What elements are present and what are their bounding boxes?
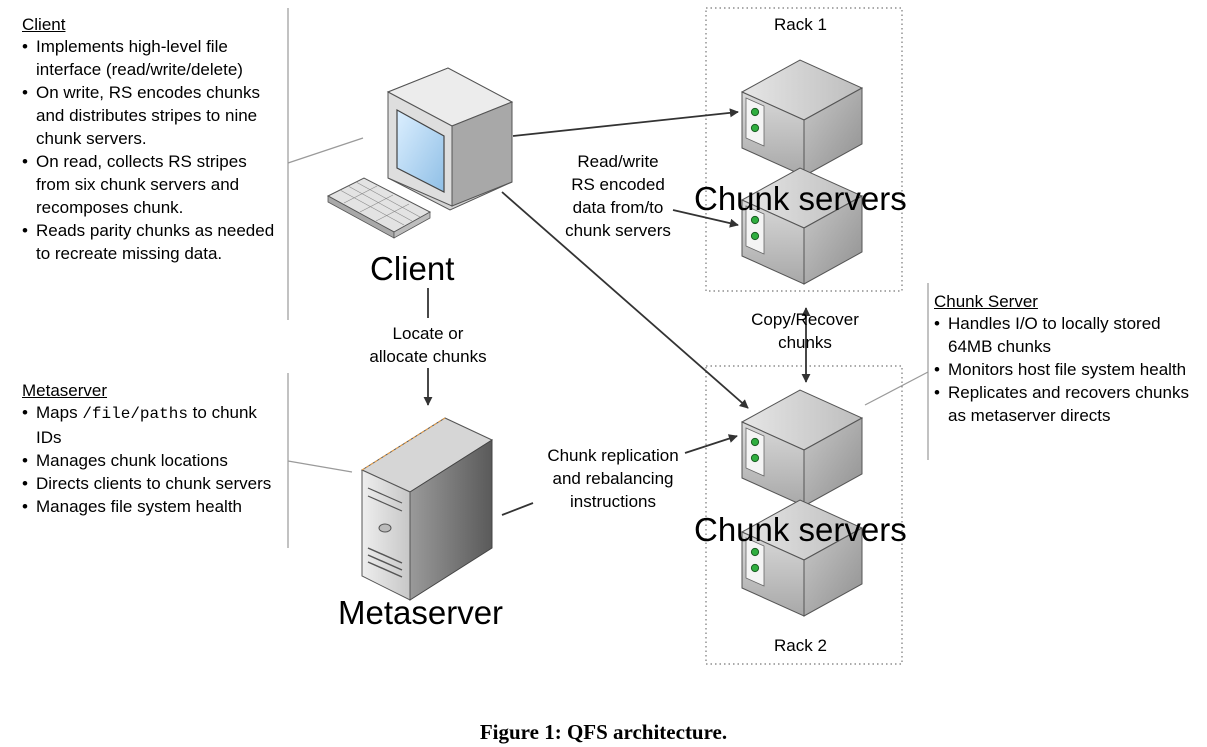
list-item: Maps /file/paths to chunk IDs xyxy=(22,401,284,449)
chunkserver-description-panel: Chunk Server Handles I/O to locally stor… xyxy=(934,292,1202,427)
label-line: chunks xyxy=(778,333,832,352)
metaserver-label: Metaserver xyxy=(338,594,504,631)
list-item: Handles I/O to locally stored 64MB chunk… xyxy=(934,312,1202,358)
client-label: Client xyxy=(370,250,455,287)
list-item: On read, collects RS stripes from six ch… xyxy=(22,150,284,219)
label-line: Read/write xyxy=(577,152,659,171)
read-write-label: Read/write RS encoded data from/to chunk… xyxy=(548,150,688,242)
chunk-server-icon-1 xyxy=(740,59,864,177)
rack-2-label: Rack 2 xyxy=(774,636,827,655)
bullet-text: to chunk IDs xyxy=(36,403,257,447)
label-line: allocate chunks xyxy=(369,347,487,366)
chunk-servers-label-rack2: Chunk servers xyxy=(694,511,907,548)
metaserver-description-panel: Metaserver Maps /file/paths to chunk IDs… xyxy=(22,381,284,518)
client-bullet-list: Implements high-level file interface (re… xyxy=(22,35,284,265)
bullet-text: Maps xyxy=(36,403,78,422)
copy-recover-label: Copy/Recover chunks xyxy=(735,308,875,354)
chunkserver-panel-header: Chunk Server xyxy=(934,292,1038,311)
replication-label: Chunk replication and rebalancing instru… xyxy=(530,444,696,513)
client-description-panel: Client Implements high-level file interf… xyxy=(22,15,284,265)
chunk-server-icon-3 xyxy=(740,389,864,507)
label-line: and rebalancing xyxy=(552,469,674,488)
chunk-server-icon-4 xyxy=(740,499,864,617)
list-item: Manages chunk locations xyxy=(22,449,284,472)
list-item: Reads parity chunks as needed to recreat… xyxy=(22,219,284,265)
rack-1-label: Rack 1 xyxy=(774,15,827,34)
list-item: Manages file system health xyxy=(22,495,284,518)
arrow-client-to-rack1-top xyxy=(512,108,739,137)
label-line: instructions xyxy=(570,492,656,511)
chunkserver-panel-connector xyxy=(864,371,929,406)
arrow-metaserver-to-rack2-left xyxy=(501,502,534,516)
metaserver-panel-header: Metaserver xyxy=(22,381,108,400)
label-line: Chunk replication xyxy=(547,446,679,465)
arrow-client-to-rack2 xyxy=(501,191,749,409)
metaserver-tower-icon xyxy=(360,417,494,601)
figure-caption: Figure 1: QFS architecture. xyxy=(479,720,728,744)
rack-1-boundary xyxy=(705,7,903,292)
label-line: RS encoded xyxy=(571,175,665,194)
client-panel-header: Client xyxy=(22,15,66,34)
chunk-servers-label-rack1: Chunk servers xyxy=(694,180,907,217)
file-paths-code: /file/paths xyxy=(82,405,188,423)
label-line: chunk servers xyxy=(565,221,671,240)
metaserver-panel-connector xyxy=(287,460,353,473)
label-line: Locate or xyxy=(392,324,464,343)
locate-allocate-label: Locate or allocate chunks xyxy=(355,322,501,368)
label-line: Copy/Recover xyxy=(751,310,859,329)
list-item: On write, RS encodes chunks and distribu… xyxy=(22,81,284,150)
client-computer-icon xyxy=(326,67,514,239)
list-item: Directs clients to chunk servers xyxy=(22,472,284,495)
arrow-metaserver-to-rack2 xyxy=(684,434,738,454)
list-item: Implements high-level file interface (re… xyxy=(22,35,284,81)
arrow-client-to-rack1-bottom xyxy=(672,209,739,228)
metaserver-bullet-list: Maps /file/paths to chunk IDs Manages ch… xyxy=(22,401,284,518)
chunk-server-icon-2 xyxy=(740,167,864,285)
client-panel-connector xyxy=(287,137,364,164)
list-item: Replicates and recovers chunks as metase… xyxy=(934,381,1202,427)
chunkserver-bullet-list: Handles I/O to locally stored 64MB chunk… xyxy=(934,312,1202,427)
list-item: Monitors host file system health xyxy=(934,358,1202,381)
label-line: data from/to xyxy=(572,198,664,217)
